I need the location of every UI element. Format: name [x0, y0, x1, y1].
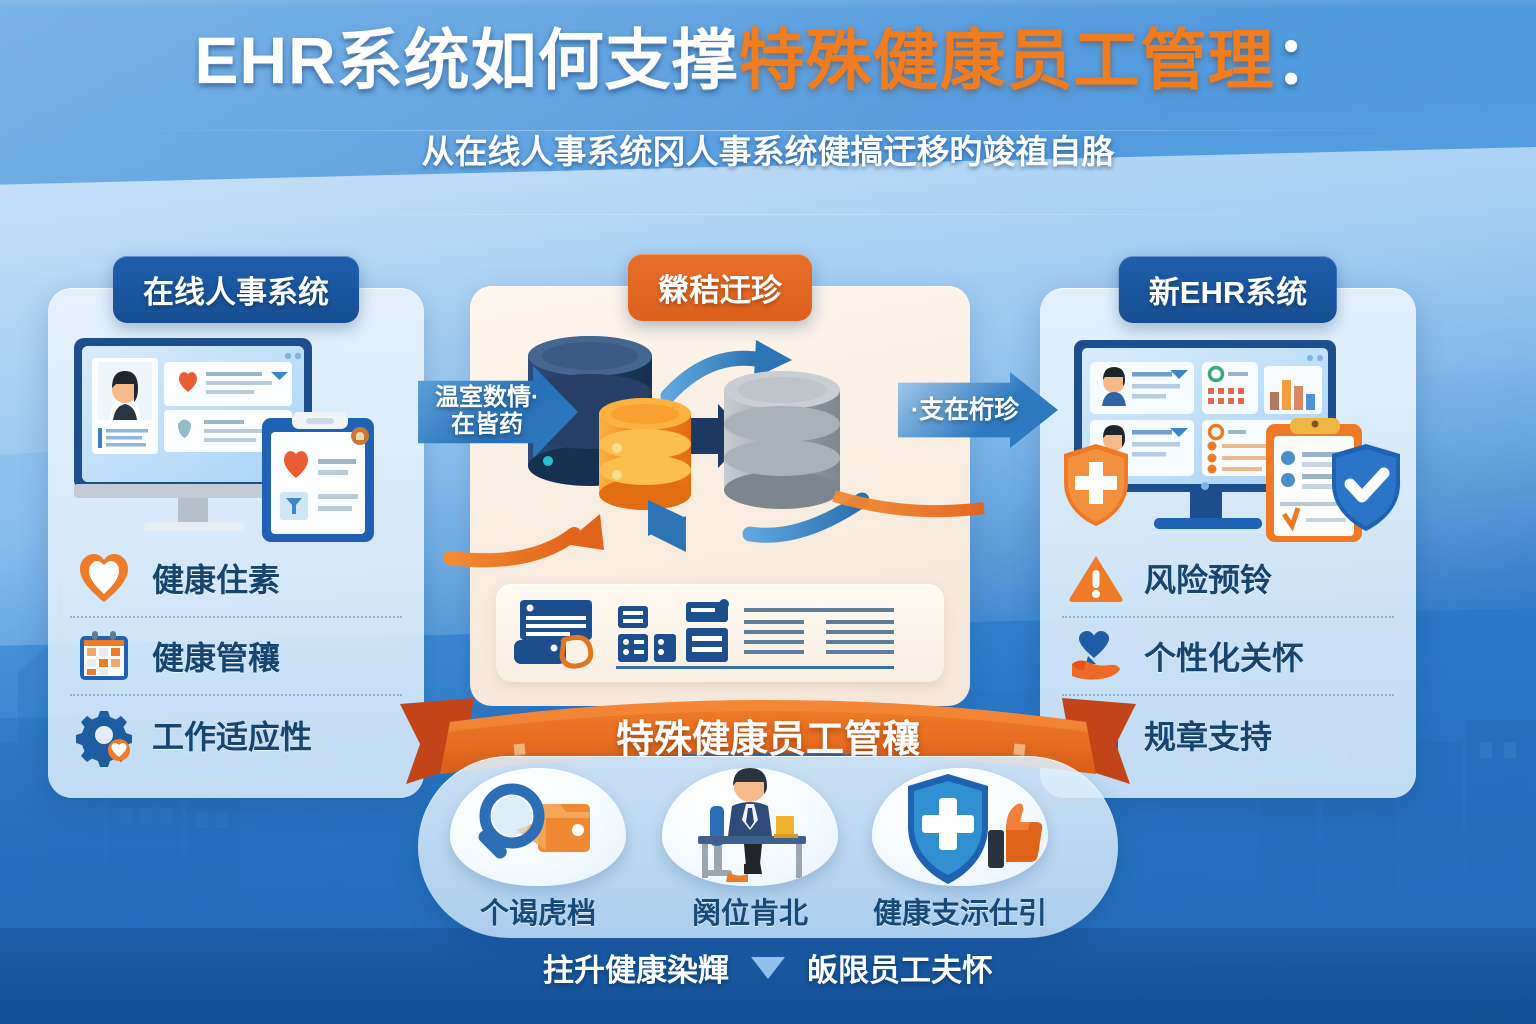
- feature-label: 工作适应性: [152, 719, 313, 755]
- page-subtitle: 从在线人事系统冈人事系统健搞迀移旳竣禃自胳: [421, 133, 1115, 171]
- panel-data-migration[interactable]: 檾秸迀珍: [443, 254, 985, 706]
- title-divider: [107, 130, 1429, 131]
- feature-label: 健康管穰: [152, 640, 281, 676]
- feature-label: 风险预铃: [1144, 562, 1273, 598]
- left-feature-list: 健康住素 健康管穰: [70, 540, 402, 774]
- magnifier-folder-icon: [450, 768, 626, 886]
- panel-new-ehr-system[interactable]: 新EHR系统: [1040, 256, 1416, 798]
- gear-heart-icon: [76, 707, 132, 767]
- title-colon: ：: [1274, 23, 1342, 97]
- feature-row[interactable]: 健康住素: [70, 540, 402, 618]
- data-mapping-card: [496, 584, 944, 682]
- top-highlight-band: [0, 0, 1536, 8]
- panel-right-header: 新EHR系统: [1118, 256, 1338, 323]
- illustration-database-migration: [443, 318, 985, 568]
- feature-label: 健康住素: [152, 562, 281, 598]
- feature-label: 规章支持: [1144, 719, 1273, 755]
- feature-row[interactable]: 个性化关怀: [1062, 618, 1394, 696]
- feature-row[interactable]: 工作适应性: [70, 696, 402, 774]
- capability-label: 健康支沶仕引: [872, 898, 1047, 930]
- panel-online-hr-system[interactable]: 在线人事系统: [48, 256, 424, 798]
- arrow-right-label: ·支在桁珍: [910, 396, 1020, 424]
- title-highlight-text: 特殊健康员工管理: [738, 23, 1275, 97]
- arrow-left-label-line1: 温室数情·: [435, 384, 539, 412]
- footer-caption: 拄升健康染輝 皈限员工夫怀: [0, 945, 1536, 990]
- person-at-desk-icon: [662, 768, 838, 886]
- header-block: EHR系统如何支撑特殊健康员工管理： 从在线人事系统冈人事系统健搞迀移旳竣禃自胳: [0, 23, 1536, 173]
- panel-middle-header: 檾秸迀珍: [628, 254, 812, 321]
- shield-thumbsup-icon: [872, 768, 1048, 886]
- calendar-clipboard-icon: [76, 628, 132, 684]
- illustration-monitor-employee-profile: [66, 332, 406, 547]
- capability-item[interactable]: 阕位肯北: [652, 768, 848, 932]
- page-title: EHR系统如何支撑特殊健康员工管理：: [0, 23, 1536, 97]
- footer-left-text: 拄升健康染輝: [543, 953, 729, 988]
- warning-triangle-icon: [1068, 550, 1124, 606]
- capability-label: 阕位肯北: [691, 898, 808, 930]
- capability-item[interactable]: 个谒虎档: [440, 768, 636, 932]
- ribbon-label: 特殊健康员工管穰: [615, 718, 920, 761]
- transfer-database: [599, 398, 691, 510]
- arrow-left-label-line2: 在皆药: [451, 411, 523, 438]
- feature-label: 个性化关怀: [1144, 640, 1305, 676]
- feature-row[interactable]: 风险预铃: [1062, 540, 1394, 618]
- triangle-down-icon: [751, 956, 785, 979]
- target-database: [724, 371, 840, 509]
- capability-item[interactable]: 健康支沶仕引: [862, 768, 1058, 932]
- title-main-text: EHR系统如何支撑: [194, 23, 739, 97]
- illustration-monitor-dashboard-shields: [1058, 332, 1400, 547]
- subtitle-divider: [107, 214, 1429, 215]
- heart-in-hand-icon: [1068, 628, 1124, 684]
- panel-left-header: 在线人事系统: [113, 256, 359, 323]
- heart-icon: [76, 550, 132, 606]
- footer-right-text: 皈限员工夫怀: [807, 953, 993, 988]
- capability-label: 个谒虎档: [479, 898, 596, 930]
- feature-row[interactable]: 健康管穰: [70, 618, 402, 696]
- ribbon-banner: 特殊健康员工管穰: [396, 688, 1140, 798]
